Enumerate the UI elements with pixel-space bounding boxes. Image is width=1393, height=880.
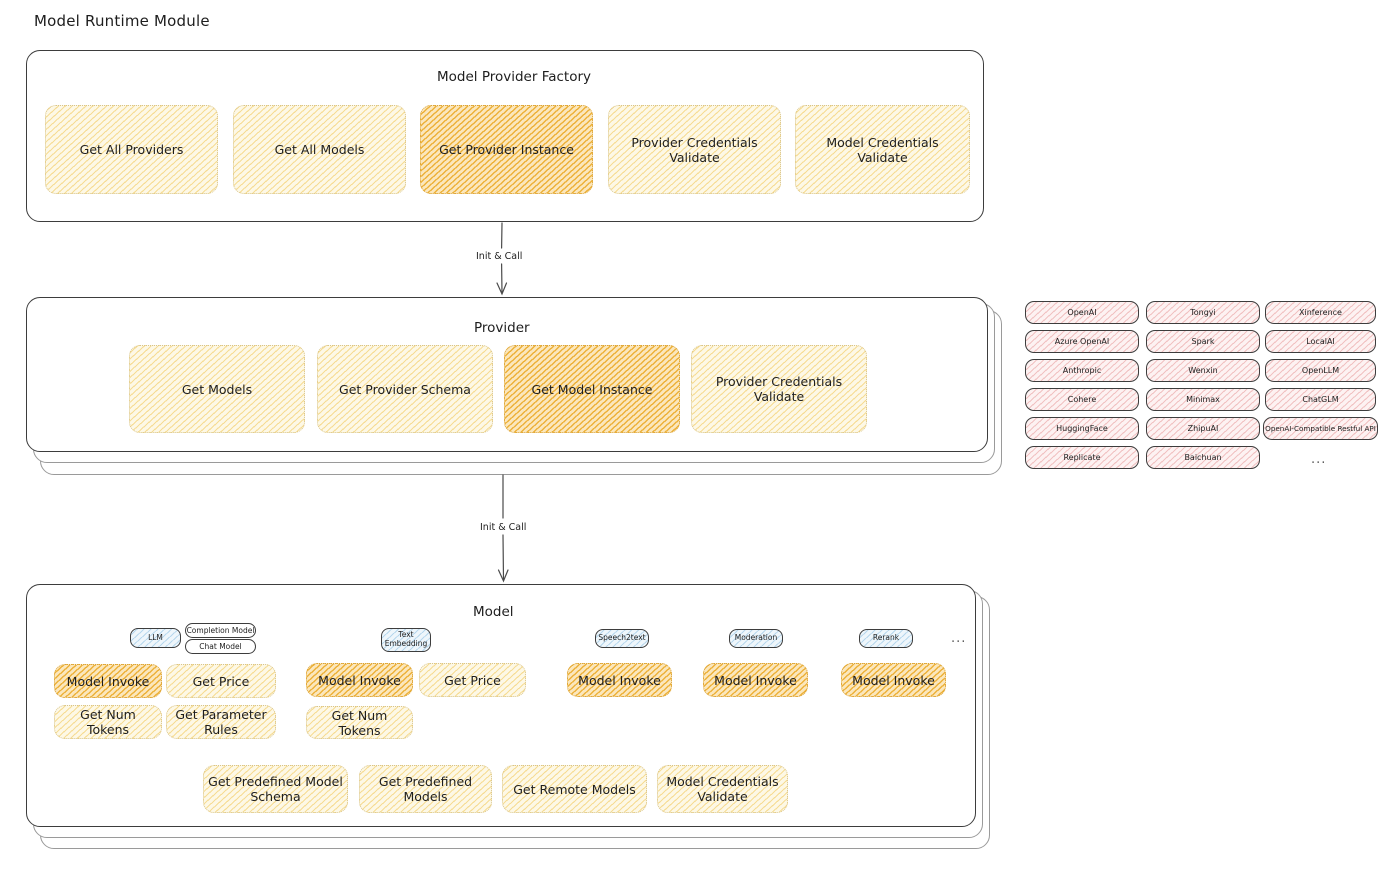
provider-label: Provider [474,320,530,336]
provider-item-provider-credentials-validate[interactable]: Provider Credentials Validate [691,345,867,433]
model-panel [26,584,976,827]
text-embedding-op-get-num-tokens[interactable]: Get Num Tokens [306,706,413,739]
provider-chip-openllm[interactable]: OpenLLM [1265,359,1376,382]
provider-chip-replicate[interactable]: Replicate [1025,446,1139,469]
model-common-op-get-predefined-model-schema[interactable]: Get Predefined Model Schema [203,765,348,813]
provider-chip-baichuan[interactable]: Baichuan [1146,446,1260,469]
llm-op-get-price[interactable]: Get Price [166,664,276,698]
factory-item-provider-credentials-validate[interactable]: Provider Credentials Validate [608,105,781,194]
model-common-op-get-predefined-models[interactable]: Get Predefined Models [359,765,492,813]
model-label: Model [473,604,514,620]
provider-chip-wenxin[interactable]: Wenxin [1146,359,1260,382]
text-embedding-op-get-price[interactable]: Get Price [419,663,526,697]
model-type-chip-moderation[interactable]: Moderation [729,629,783,648]
factory-item-get-all-providers[interactable]: Get All Providers [45,105,218,194]
model-type-chip-rerank[interactable]: Rerank [859,629,913,648]
arrow-1-head [496,282,508,296]
llm-op-get-num-tokens[interactable]: Get Num Tokens [54,705,162,739]
provider-chip-spark[interactable]: Spark [1146,330,1260,353]
arrow-2-lower-segment [502,534,505,581]
provider-item-get-provider-schema[interactable]: Get Provider Schema [317,345,493,433]
arrow-2-head [497,569,509,583]
arrow-label-init-and-call-2: Init & Call [477,522,530,533]
provider-chip-anthropic[interactable]: Anthropic [1025,359,1139,382]
provider-chip-cohere[interactable]: Cohere [1025,388,1139,411]
provider-chip-openai[interactable]: OpenAI [1025,301,1139,324]
model-common-op-get-remote-models[interactable]: Get Remote Models [502,765,647,813]
provider-list-more-ellipsis: ... [1311,452,1327,467]
provider-chip-chatglm[interactable]: ChatGLM [1265,388,1376,411]
factory-item-get-all-models[interactable]: Get All Models [233,105,406,194]
factory-item-model-credentials-validate[interactable]: Model Credentials Validate [795,105,970,194]
moderation-op-model-invoke[interactable]: Model Invoke [703,663,808,697]
model-type-chip-text-embedding[interactable]: Text Embedding [381,628,431,652]
rerank-op-model-invoke[interactable]: Model Invoke [841,663,946,697]
provider-item-get-model-instance[interactable]: Get Model Instance [504,345,680,433]
provider-chip-huggingface[interactable]: HuggingFace [1025,417,1139,440]
provider-chip-xinference[interactable]: Xinference [1265,301,1376,324]
model-subtype-chip-completion-model[interactable]: Completion Model [185,623,256,638]
model-type-chip-llm[interactable]: LLM [130,628,181,648]
page-title: Model Runtime Module [34,12,210,30]
model-common-op-model-credentials-validate[interactable]: Model Credentials Validate [657,765,788,813]
speech2text-op-model-invoke[interactable]: Model Invoke [567,663,672,697]
provider-chip-azure-openai[interactable]: Azure OpenAI [1025,330,1139,353]
model-subtype-chip-chat-model[interactable]: Chat Model [185,639,256,654]
provider-chip-zhipuai[interactable]: ZhipuAI [1146,417,1260,440]
text-embedding-op-model-invoke[interactable]: Model Invoke [306,663,413,697]
llm-op-get-parameter-rules[interactable]: Get Parameter Rules [166,705,276,739]
provider-chip-openai-compatible-restful-api[interactable]: OpenAI-Compatible Restful API [1263,417,1378,440]
model-type-chip-speech2text[interactable]: Speech2text [595,629,649,648]
provider-item-get-models[interactable]: Get Models [129,345,305,433]
provider-chip-tongyi[interactable]: Tongyi [1146,301,1260,324]
provider-chip-minimax[interactable]: Minimax [1146,388,1260,411]
model-types-more-ellipsis: ... [951,631,967,646]
provider-chip-localai[interactable]: LocalAI [1265,330,1376,353]
arrow-label-init-and-call-1: Init & Call [473,251,526,262]
llm-op-model-invoke[interactable]: Model Invoke [54,664,162,698]
model-provider-factory-label: Model Provider Factory [437,69,592,85]
factory-item-get-provider-instance[interactable]: Get Provider Instance [420,105,593,194]
